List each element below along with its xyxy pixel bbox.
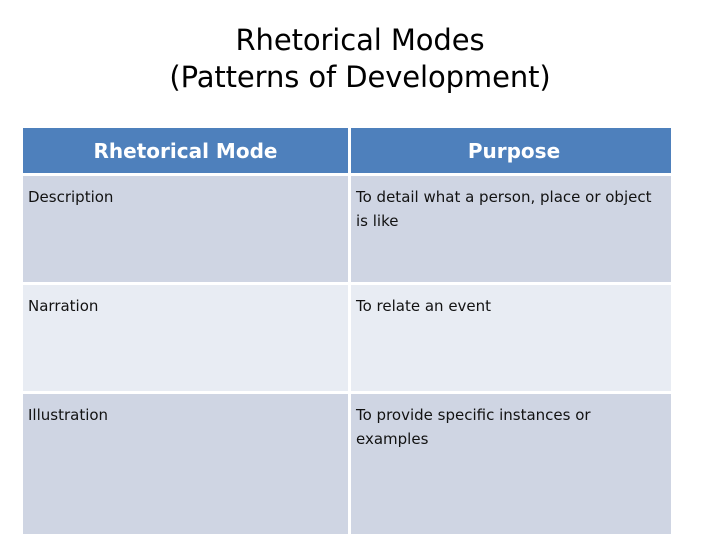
mode-label: Narration bbox=[28, 297, 99, 315]
page-title-line-1: Rhetorical Modes bbox=[235, 23, 485, 57]
page-title: Rhetorical Modes (Patterns of Developmen… bbox=[0, 22, 720, 96]
cell-purpose: To provide specific instances or example… bbox=[351, 394, 671, 534]
cell-mode: Illustration bbox=[23, 394, 348, 534]
mode-label: Illustration bbox=[28, 406, 109, 424]
purpose-label: To provide specific instances or example… bbox=[356, 406, 591, 448]
rhetorical-modes-table: Rhetorical Mode Purpose Description To d… bbox=[23, 128, 671, 537]
cell-purpose: To relate an event bbox=[351, 285, 671, 391]
page-title-line-2: (Patterns of Development) bbox=[169, 60, 551, 94]
rhetorical-modes-table-container: Rhetorical Mode Purpose Description To d… bbox=[23, 128, 671, 540]
cell-mode: Description bbox=[23, 176, 348, 282]
column-header-rhetorical-mode: Rhetorical Mode bbox=[23, 128, 348, 173]
table-row: Narration To relate an event bbox=[23, 285, 671, 391]
purpose-label: To relate an event bbox=[356, 297, 492, 315]
cell-mode: Narration bbox=[23, 285, 348, 391]
cell-purpose: To detail what a person, place or object… bbox=[351, 176, 671, 282]
table-row: Illustration To provide specific instanc… bbox=[23, 394, 671, 534]
purpose-label: To detail what a person, place or object… bbox=[356, 188, 652, 230]
column-header-purpose: Purpose bbox=[351, 128, 671, 173]
table-row: Description To detail what a person, pla… bbox=[23, 176, 671, 282]
table-header-row: Rhetorical Mode Purpose bbox=[23, 128, 671, 173]
mode-label: Description bbox=[28, 188, 114, 206]
